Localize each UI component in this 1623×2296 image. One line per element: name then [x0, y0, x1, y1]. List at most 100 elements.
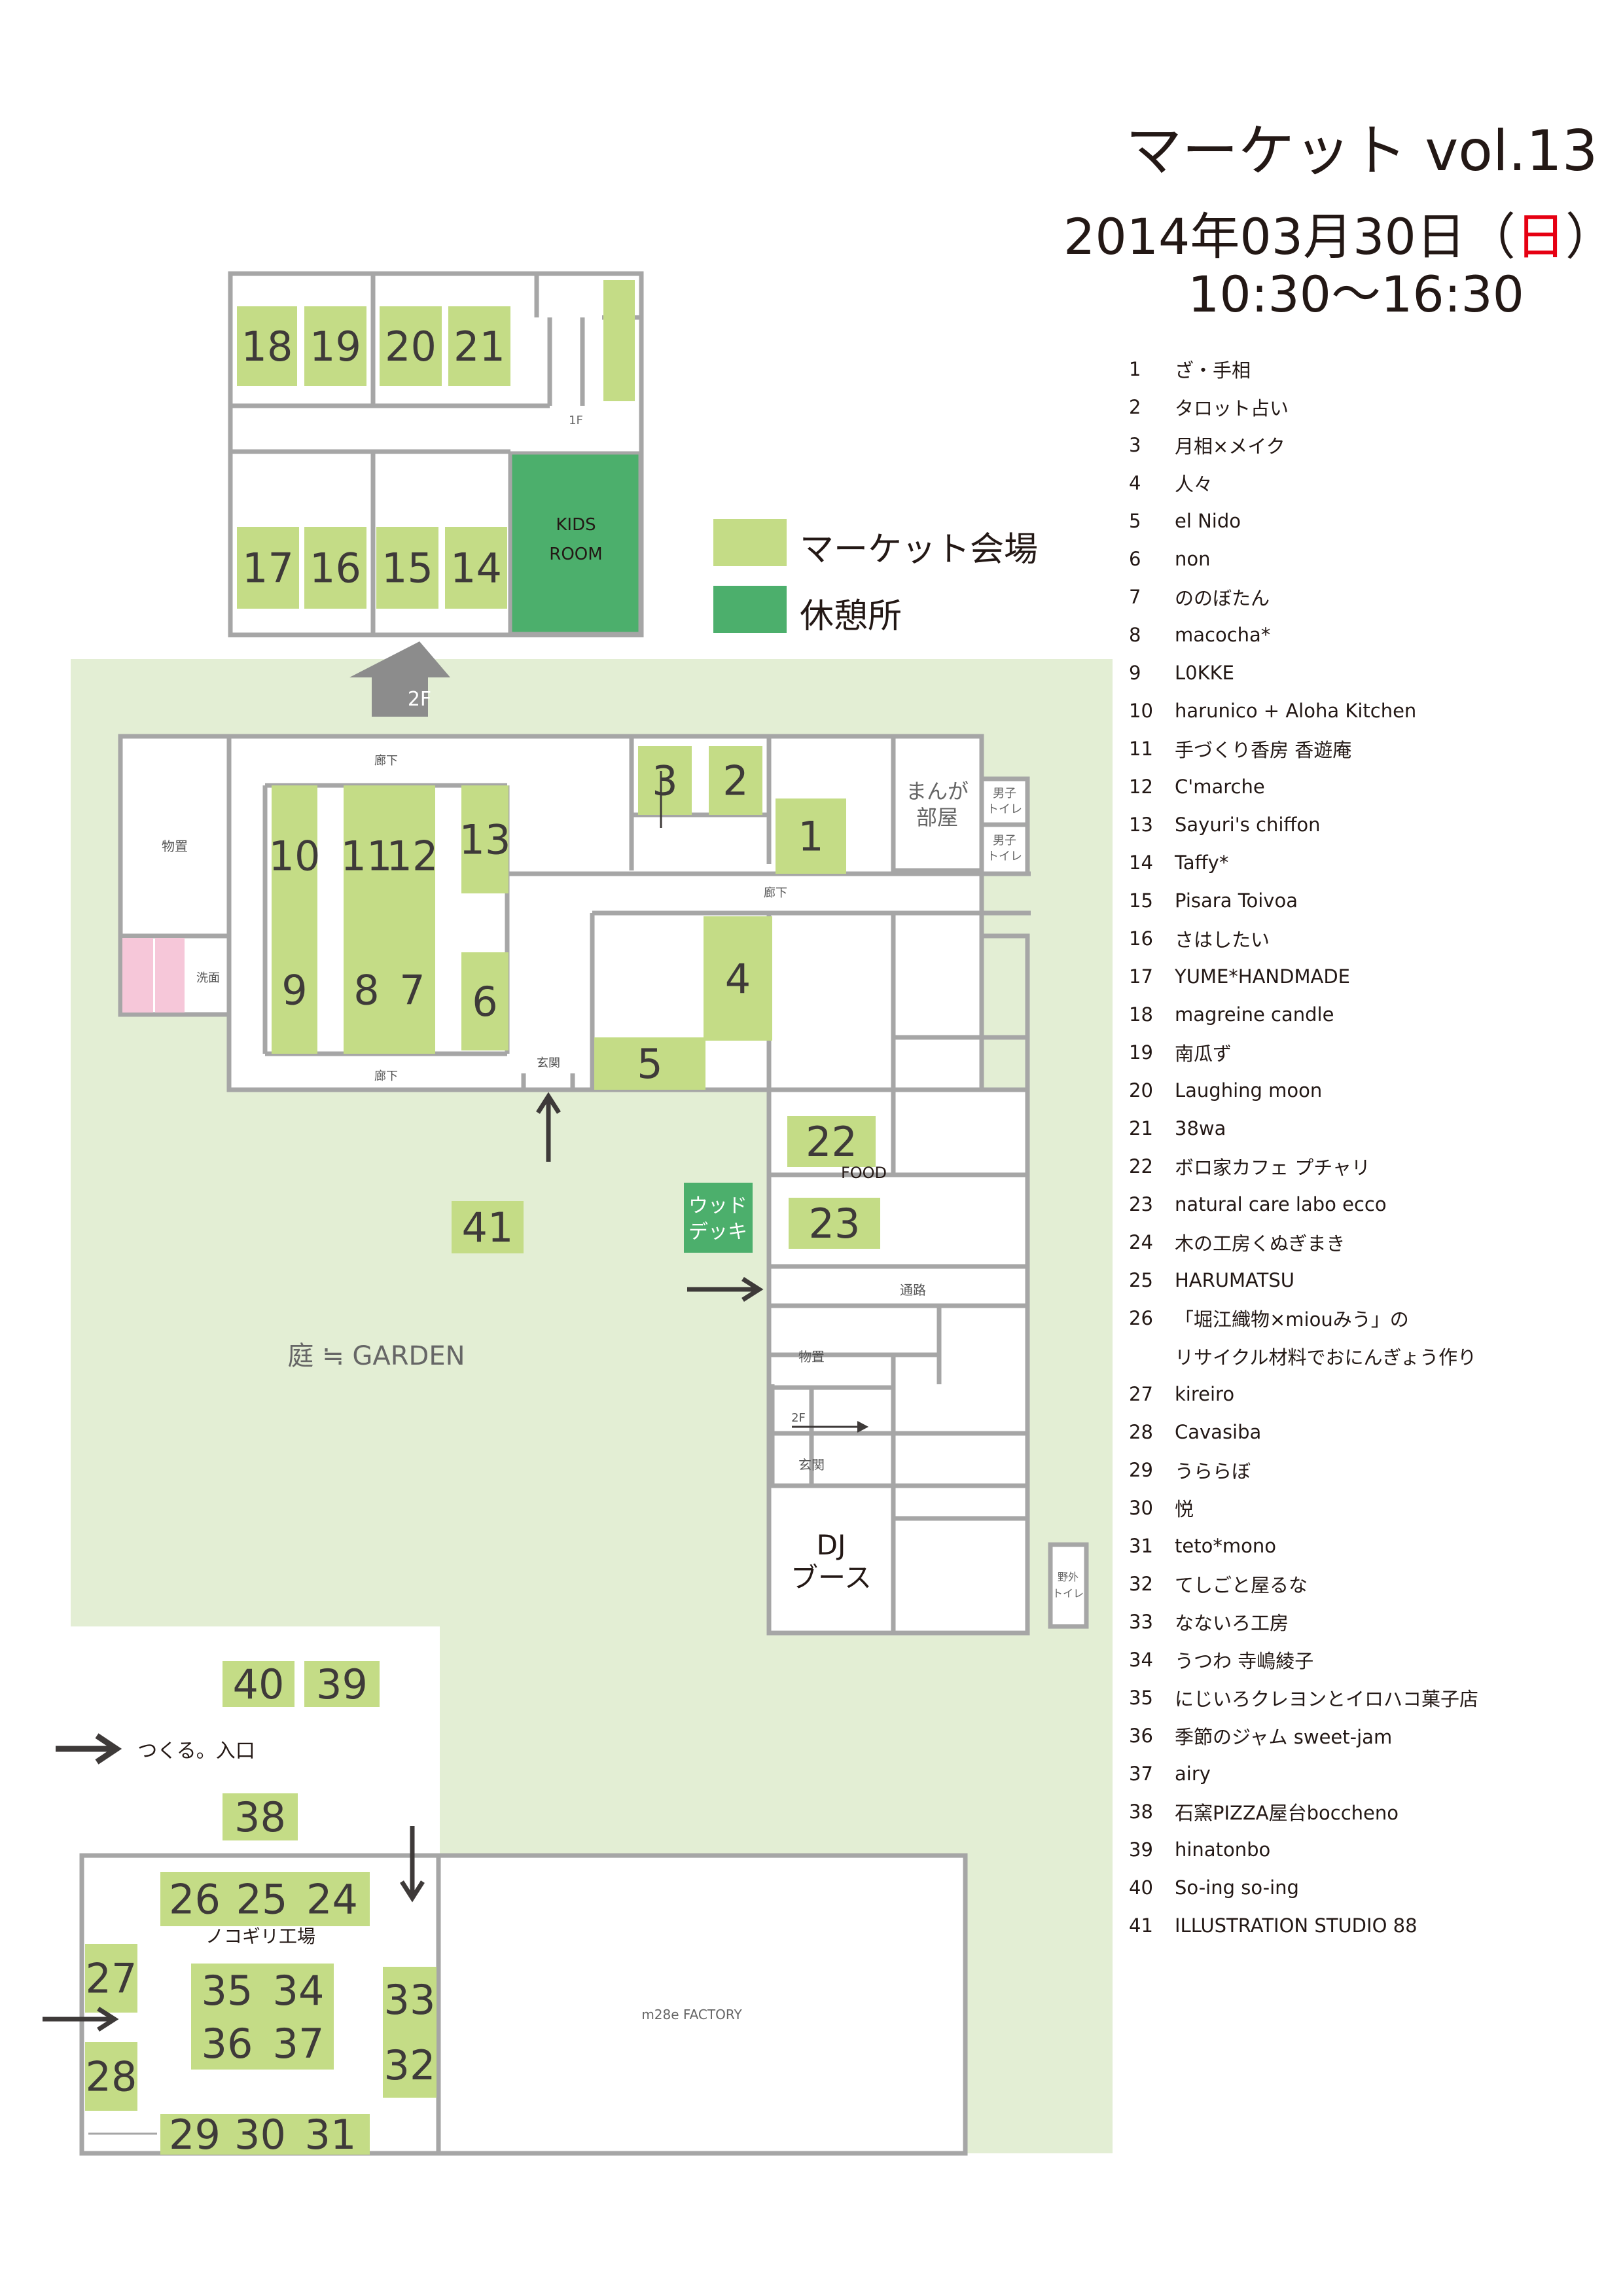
booth-label-30: 30 — [234, 2111, 286, 2159]
date-suffix: ） — [1565, 207, 1615, 266]
booth-label-34: 34 — [273, 1967, 325, 2015]
vendor-name: Laughing moon — [1175, 1079, 1323, 1102]
booth-33 — [383, 1967, 437, 2032]
vendor-name: 「堀江織物×miouみう」の — [1175, 1308, 1409, 1331]
booth-32 — [383, 2032, 437, 2098]
map-label-entrance: 玄関 — [798, 1457, 825, 1473]
booth-label-27: 27 — [86, 1955, 137, 2003]
vendor-name: HARUMATSU — [1175, 1269, 1294, 1291]
booth-3 — [638, 746, 692, 815]
legend-rest-swatch — [713, 586, 787, 633]
vendor-row: 22 ボロ家カフェ プチャリ — [1129, 1147, 1613, 1185]
map-label-factory: m28e FACTORY — [641, 2007, 742, 2022]
vendor-name: Sayuri's chiffon — [1175, 814, 1321, 836]
vendor-name: タロット占い — [1175, 397, 1289, 420]
vendor-number: 38 — [1129, 1801, 1153, 1823]
map-label-men-toilet-1: 男子 — [993, 834, 1016, 848]
booth-39 — [304, 1661, 380, 1707]
vendor-name: non — [1175, 548, 1211, 570]
vendor-name: ILLUSTRATION STUDIO 88 — [1175, 1914, 1418, 1937]
vendor-name: ののぼたん — [1175, 587, 1270, 609]
vendor-name: ボロ家カフェ プチャリ — [1175, 1157, 1370, 1179]
east-annex — [766, 1087, 1089, 1636]
booth-label-31: 31 — [305, 2111, 357, 2159]
vendor-name: Pisara Toivoa — [1175, 889, 1298, 912]
arrow-2f — [349, 641, 450, 717]
booth-label-4: 4 — [725, 955, 751, 1003]
map-label-kids-room-1: KIDS — [556, 515, 596, 535]
vendor-number: 17 — [1129, 965, 1153, 988]
booth-label-2: 2 — [722, 757, 748, 805]
booth-25 — [229, 1872, 294, 1926]
vendor-number: 11 — [1129, 738, 1153, 760]
map-label-storage: 物置 — [798, 1349, 825, 1365]
booth-label-39: 39 — [316, 1660, 368, 1708]
vendor-name: So-ing so-ing — [1175, 1876, 1299, 1899]
vendor-number: 29 — [1129, 1459, 1153, 1481]
map-label-manga-2: 部屋 — [916, 805, 958, 830]
event-time: 10:30〜16:30 — [1188, 265, 1525, 323]
date-day: 日 — [1515, 207, 1565, 266]
booth-label-21: 21 — [454, 323, 505, 370]
booth-label-16: 16 — [310, 545, 361, 592]
vendor-name: teto*mono — [1175, 1535, 1276, 1557]
map-label-outdoor-toilet-1: 野外 — [1058, 1571, 1079, 1583]
vendor-name: hinatonbo — [1175, 1839, 1271, 1861]
vendor-number: 34 — [1129, 1649, 1153, 1671]
booth-label-22: 22 — [806, 1118, 857, 1166]
wood-deck — [684, 1183, 753, 1253]
booth-label-40: 40 — [233, 1660, 285, 1708]
map-label-kids-room-2: ROOM — [549, 545, 602, 564]
vendor-name: C'marche — [1175, 776, 1265, 798]
booth-label-19: 19 — [310, 323, 361, 370]
vendor-number: 4 — [1129, 472, 1141, 494]
vendor-name: 季節のジャム sweet-jam — [1175, 1726, 1393, 1748]
booth-label-9: 9 — [281, 967, 307, 1014]
vendor-number: 35 — [1129, 1687, 1153, 1709]
booth-label-11: 11 — [341, 833, 393, 880]
booth-label-15: 15 — [382, 545, 433, 592]
map-label-washroom: 洗面 — [196, 971, 220, 985]
vendor-name: airy — [1175, 1763, 1211, 1785]
vendor-name: Taffy* — [1175, 852, 1229, 874]
vendor-name: うつわ 寺嶋綾子 — [1175, 1650, 1314, 1672]
vendor-number: 2 — [1129, 396, 1141, 418]
vendor-number: 10 — [1129, 700, 1153, 722]
vendor-number: 22 — [1129, 1155, 1153, 1177]
booth-label-28: 28 — [86, 2053, 137, 2101]
map-label-wood-deck-2: デッキ — [688, 1221, 747, 1244]
booth-9 — [272, 926, 317, 1054]
event-title: マーケット vol.13 — [1126, 118, 1598, 184]
booth-22 — [787, 1116, 876, 1167]
vendor-number: 9 — [1129, 662, 1141, 684]
booth-label-14: 14 — [450, 545, 502, 592]
vendor-row: 26「堀江織物×miouみう」の — [1129, 1299, 1613, 1337]
vendor-number: 31 — [1129, 1535, 1153, 1557]
booth-label-33: 33 — [384, 1976, 436, 2024]
map-label-wood-deck-1: ウッド — [688, 1194, 747, 1217]
booth-4 — [704, 916, 772, 1041]
main-house — [118, 734, 1031, 1092]
booth-label-24: 24 — [306, 1876, 358, 1924]
vendor-name: macocha* — [1175, 624, 1271, 646]
booth-34 — [263, 1964, 334, 2017]
map-label-floor-2f: 2F — [791, 1411, 806, 1425]
booth-label-1: 1 — [798, 813, 823, 861]
map-label-men-toilet-2: トイレ — [987, 850, 1022, 863]
booth-29 — [160, 2114, 229, 2155]
vendor-name: natural care labo ecco — [1175, 1193, 1387, 1215]
booth-label-3: 3 — [652, 757, 677, 805]
booth-8 — [344, 926, 389, 1054]
vendor-row: 31 teto*mono — [1129, 1527, 1613, 1565]
map-label-passage: 通路 — [900, 1282, 926, 1298]
